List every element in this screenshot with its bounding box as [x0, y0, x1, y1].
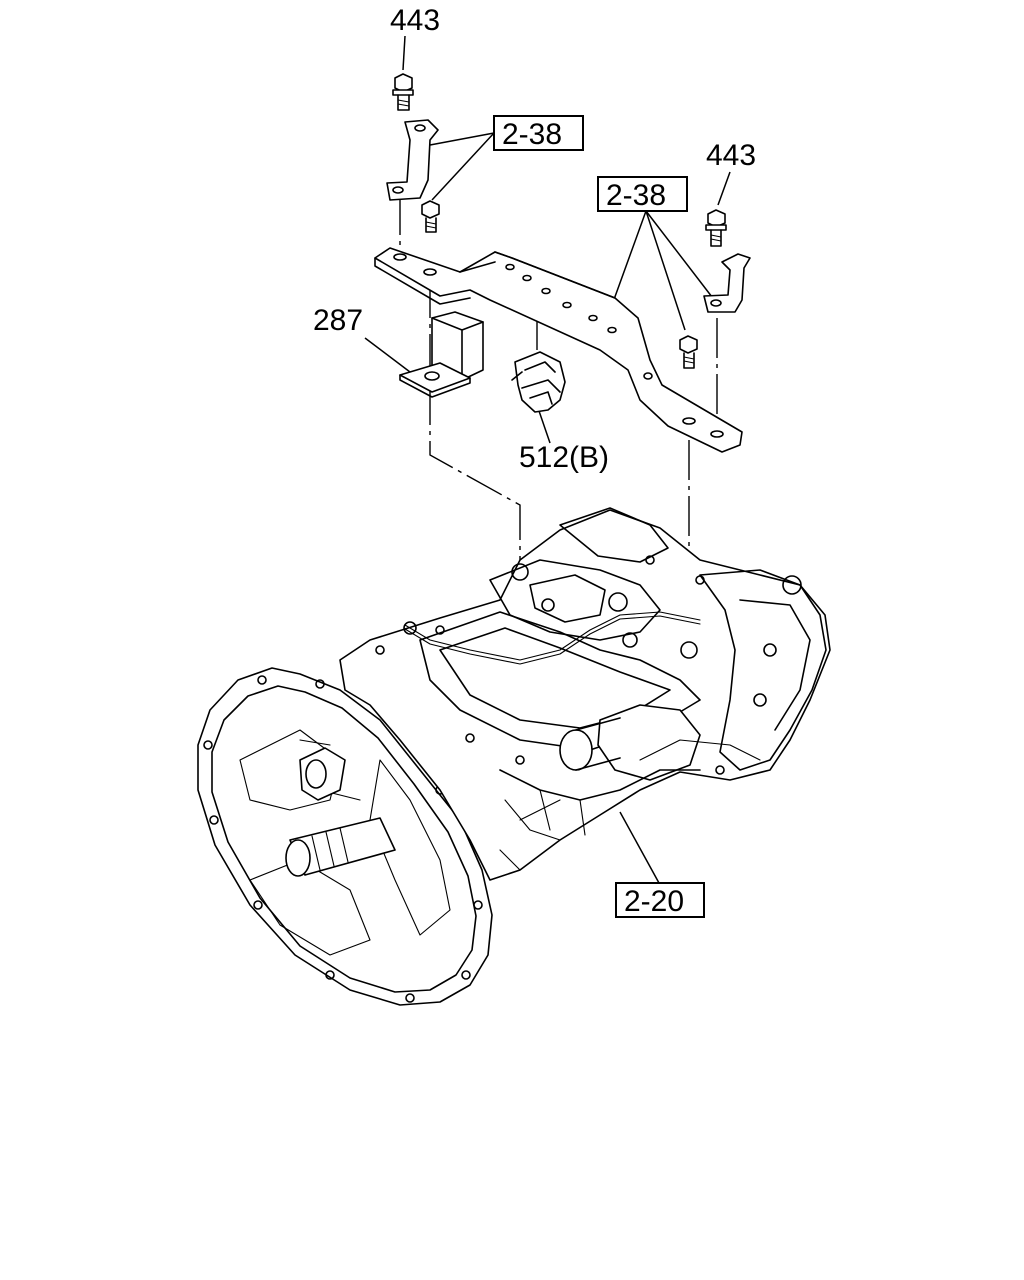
callout-443-right[interactable]: 443	[706, 139, 756, 172]
callout-287[interactable]: 287	[313, 304, 363, 337]
callout-512b[interactable]: 512(B)	[519, 441, 609, 474]
svg-text:2-20: 2-20	[624, 885, 684, 918]
transmission-assembly-2-20[interactable]	[197, 507, 831, 1006]
svg-text:2-38: 2-38	[502, 118, 562, 151]
crossmember-bracket[interactable]	[374, 247, 743, 453]
bracket-right-small[interactable]	[703, 253, 751, 313]
bracket-left-small[interactable]	[386, 119, 439, 201]
callout-2-38-left[interactable]: 2-38	[493, 115, 584, 151]
harness-clip-512b[interactable]	[511, 351, 566, 413]
callout-443-left[interactable]: 443	[390, 4, 440, 37]
leader-lines	[364, 35, 731, 884]
alignment-lines	[399, 195, 718, 640]
bolt-small-right[interactable]	[679, 335, 698, 369]
callout-2-20[interactable]: 2-20	[615, 882, 705, 918]
bolt-small-left[interactable]	[421, 200, 440, 233]
bolt-443-left[interactable]	[392, 73, 414, 111]
svg-text:2-38: 2-38	[606, 179, 666, 212]
rubber-mount-287[interactable]	[399, 311, 484, 398]
bolt-443-right[interactable]	[705, 209, 727, 247]
callout-2-38-right[interactable]: 2-38	[597, 176, 688, 212]
